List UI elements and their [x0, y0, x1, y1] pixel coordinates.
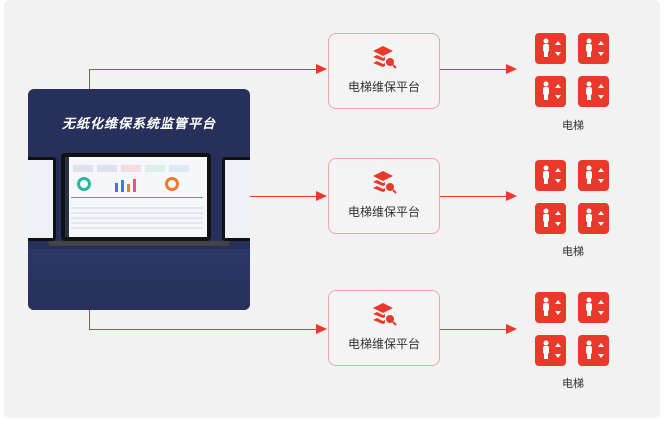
- laptop-base: [48, 241, 230, 246]
- elevator-icon: [578, 292, 609, 323]
- connector-top: [89, 69, 90, 90]
- side-screen-left: [28, 157, 56, 241]
- side-screen-right: [222, 157, 250, 241]
- platform-box: 电梯维保平台: [328, 33, 440, 109]
- elevator-icon: [535, 335, 566, 366]
- arrow-icon: [316, 64, 327, 74]
- platform-label: 电梯维保平台: [347, 80, 420, 94]
- connector-out-1: [440, 69, 507, 70]
- elevator-icon: [535, 76, 566, 107]
- elevator-icon: [535, 33, 566, 64]
- connector-out-3: [440, 329, 507, 330]
- elevator-group-label: 电梯: [562, 119, 584, 132]
- layers-key-icon: [373, 303, 397, 326]
- elevator-icon: [578, 33, 609, 64]
- arrow-icon: [316, 191, 327, 201]
- hero-title: 无纸化维保系统监管平台: [61, 117, 216, 132]
- elevator-icon: [578, 203, 609, 234]
- connector-bottom-h: [89, 329, 317, 330]
- connector-mid: [250, 196, 317, 197]
- platform-label: 电梯维保平台: [347, 337, 420, 351]
- layers-key-icon: [373, 46, 397, 69]
- platform-box: 电梯维保平台: [328, 158, 440, 234]
- elevator-icon: [535, 203, 566, 234]
- laptop-dashboard-image: [61, 153, 211, 241]
- elevator-icon: [578, 76, 609, 107]
- elevator-group-label: 电梯: [562, 245, 584, 258]
- layers-key-icon: [373, 171, 397, 194]
- elevator-icon: [535, 292, 566, 323]
- reflection: [28, 249, 250, 310]
- arrow-icon: [506, 64, 517, 74]
- arrow-icon: [506, 324, 517, 334]
- elevator-icon: [535, 160, 566, 191]
- arrow-icon: [506, 191, 517, 201]
- platform-label: 电梯维保平台: [347, 205, 420, 219]
- elevator-icon: [578, 335, 609, 366]
- connector-out-2: [440, 196, 507, 197]
- monitoring-platform-card: 无纸化维保系统监管平台: [28, 89, 250, 310]
- elevator-icon: [578, 160, 609, 191]
- platform-box: 电梯维保平台: [328, 290, 440, 366]
- connector-bottom: [89, 310, 90, 330]
- connector-top-h: [89, 69, 317, 70]
- elevator-group-label: 电梯: [562, 377, 584, 390]
- arrow-icon: [316, 324, 327, 334]
